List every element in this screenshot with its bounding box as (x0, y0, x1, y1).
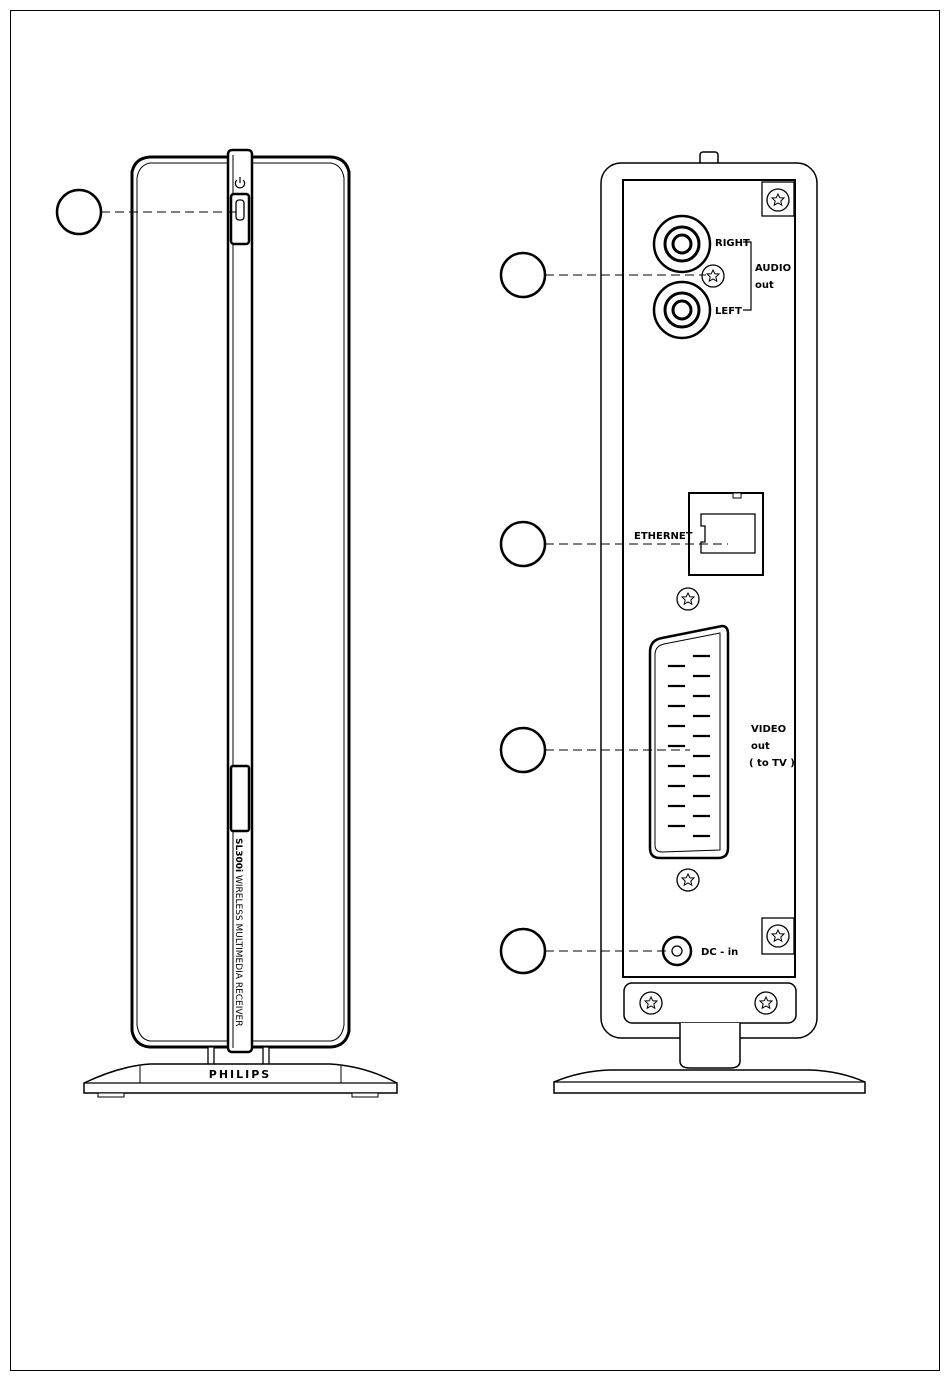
front-lower-slot (231, 766, 249, 831)
front-view: SL300i WIRELESS MULTIMEDIA RECEIVER PHIL… (84, 150, 397, 1097)
back-stand-neck (680, 1023, 740, 1068)
back-view: RIGHT LEFT AUDIO out ETHERNET (554, 152, 865, 1093)
screw-icon (640, 992, 662, 1014)
screw-icon (702, 265, 724, 287)
product-name-label: WIRELESS MULTIMEDIA RECEIVER (233, 875, 243, 1026)
audio-group-sub: out (755, 280, 774, 291)
front-stand-foot-left (98, 1093, 124, 1097)
model-label: SL300i (233, 838, 243, 872)
screw-icon (755, 992, 777, 1014)
audio-left-jack[interactable] (654, 282, 710, 338)
video-title: VIDEO (751, 724, 786, 735)
dc-in-jack[interactable] (663, 937, 691, 965)
ethernet-label: ETHERNET (634, 531, 693, 542)
panel-screw-bottom-box (762, 918, 794, 954)
audio-left-label: LEFT (715, 306, 742, 317)
front-stand-foot-right (352, 1093, 378, 1097)
screw-icon (677, 869, 699, 891)
video-sub: out (751, 741, 770, 752)
panel-screw-top-box (762, 182, 794, 216)
screw-icon (767, 925, 789, 947)
video-note: ( to TV ) (749, 758, 795, 769)
ethernet-port[interactable] (689, 493, 763, 575)
screw-icon (767, 189, 789, 211)
brand-logo: PHILIPS (209, 1068, 271, 1081)
scart-connector[interactable] (650, 626, 728, 858)
audio-group-title: AUDIO (755, 263, 791, 274)
power-button[interactable] (231, 194, 249, 244)
screw-icon (677, 588, 699, 610)
audio-right-jack[interactable] (654, 216, 710, 272)
dc-in-label: DC - in (701, 947, 738, 958)
audio-right-label: RIGHT (715, 238, 750, 249)
